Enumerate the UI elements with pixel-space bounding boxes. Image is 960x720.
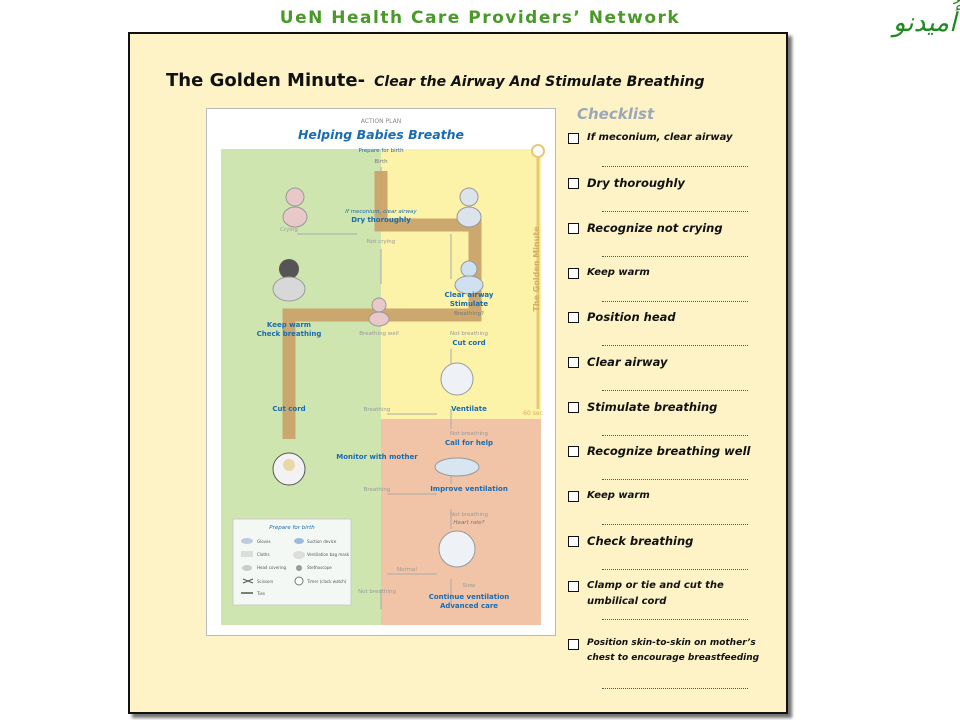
answer-line: [602, 688, 748, 689]
prepare-label: Prepare for birth: [358, 148, 404, 154]
checklist-item-label: Dry thoroughly: [587, 176, 685, 190]
checkbox[interactable]: [568, 312, 579, 323]
equip-item: Cloths: [257, 552, 270, 557]
flowchart-graphic: The Golden Minute 60 sec ACTION PLAN Hel…: [221, 118, 545, 625]
answer-line: [602, 619, 748, 620]
zone-pink: [381, 419, 541, 625]
checkbox[interactable]: [568, 446, 579, 457]
equipment-box: [232, 518, 352, 606]
slide-panel: The Golden Minute- Clear the Airway And …: [128, 32, 788, 714]
heart-rate-label: Heart rate?: [453, 520, 484, 526]
checklist-title: Checklist: [577, 105, 655, 123]
checklist-item-label: If meconium, clear airway: [587, 132, 733, 143]
equipment-list: Gloves Suction device Cloths Ventilation…: [241, 538, 350, 596]
not-breathing-label-2: Not breathing: [450, 431, 488, 437]
equip-item: Suction device: [307, 539, 337, 544]
equip-item: Ties: [256, 591, 265, 596]
equip-item: Scissors: [257, 579, 273, 584]
action-plan-poster: The Golden Minute 60 sec ACTION PLAN Hel…: [206, 108, 556, 636]
checklist-item-label: Recognize breathing well: [587, 444, 751, 458]
answer-line: [602, 524, 748, 525]
answer-line: [602, 345, 748, 346]
equip-item: Stethoscope: [307, 565, 332, 570]
clear-airway-label: Clear airway: [444, 291, 493, 299]
answer-line: [602, 569, 748, 570]
crying-label: Crying: [280, 227, 298, 233]
monitor-label: Monitor with mother: [336, 453, 418, 461]
checklist-item-label: Recognize not crying: [587, 221, 723, 235]
slide-title-main: The Golden Minute-: [166, 70, 366, 91]
timer-icon: [531, 144, 545, 158]
breathing-label-2: Breathing: [364, 487, 391, 493]
improve-label: Improve ventilation: [430, 485, 508, 493]
breathing-well-label: Breathing well: [359, 331, 399, 337]
logo: أُميدنو: [893, 8, 957, 38]
checkbox[interactable]: [568, 178, 579, 189]
cut-cord-right-label: Cut cord: [452, 339, 485, 347]
slide-title: The Golden Minute- Clear the Airway And …: [166, 70, 705, 91]
checklist-item-label: Check breathing: [587, 534, 694, 548]
equipment-title: Prepare for birth: [269, 525, 315, 531]
check-breathing-label: Check breathing: [257, 330, 322, 338]
checklist-item-label: Position skin-to-skin on mother’s chest …: [587, 638, 760, 663]
answer-line: [602, 479, 748, 480]
equip-item: Ventilation bag mask: [307, 552, 350, 557]
checkbox[interactable]: [568, 581, 579, 592]
checklist-item-label: Keep warm: [587, 490, 650, 501]
poster-heading: Helping Babies Breathe: [298, 127, 464, 142]
equip-item: Timer (clock watch): [306, 579, 347, 584]
checklist-item-label: Clear airway: [587, 355, 668, 369]
keep-warm-label: Keep warm: [267, 321, 311, 329]
not-crying-label: Not crying: [367, 239, 395, 245]
not-breathing-label-4: Not breathing: [358, 589, 396, 595]
slide-title-sub: Clear the Airway And Stimulate Breathing: [374, 74, 705, 90]
checkbox[interactable]: [568, 268, 579, 279]
checklist-item-label: Position head: [587, 310, 676, 324]
equip-item: Gloves: [257, 539, 271, 544]
checkbox[interactable]: [568, 223, 579, 234]
checklist-item-label: Clamp or tie and cut the umbilical cord: [587, 580, 724, 607]
sec60-label: 60 sec: [523, 410, 543, 417]
checkbox[interactable]: [568, 639, 579, 650]
action-plan-label: ACTION PLAN: [361, 118, 401, 125]
checkbox[interactable]: [568, 402, 579, 413]
golden-minute-label: The Golden Minute: [532, 226, 541, 312]
not-breathing-label-3: Not breathing: [450, 512, 488, 518]
checklist-item-label: Keep warm: [587, 267, 650, 278]
ventilate-label: Ventilate: [451, 405, 487, 413]
dry-label: Dry thoroughly: [351, 216, 411, 224]
baby-figures: [272, 187, 484, 568]
cut-cord-left-label: Cut cord: [272, 405, 305, 413]
answer-line: [602, 166, 748, 167]
if-meconium-label: If meconium, clear airway: [345, 209, 417, 215]
breathing-question: Breathing?: [454, 311, 484, 317]
birth-label: Birth: [374, 159, 388, 165]
checkbox[interactable]: [568, 491, 579, 502]
not-breathing-label-1: Not breathing: [450, 331, 488, 337]
answer-line: [602, 301, 748, 302]
slow-label: Slow: [463, 583, 476, 589]
breathing-label-1: Breathing: [364, 407, 391, 413]
network-header: UeN Health Care Providers’ Network: [279, 8, 681, 28]
checkbox[interactable]: [568, 536, 579, 547]
normal-label: Normal: [397, 567, 417, 573]
checkbox[interactable]: [568, 133, 579, 144]
answer-line: [602, 256, 748, 257]
call-help-label: Call for help: [445, 439, 493, 447]
answer-line: [602, 211, 748, 212]
checkbox[interactable]: [568, 357, 579, 368]
checklist-item-label: Stimulate breathing: [587, 400, 718, 414]
advanced-care-label: Advanced care: [440, 602, 498, 610]
equip-item: Head covering: [257, 565, 286, 570]
answer-line: [602, 390, 748, 391]
continue-ventilation-label: Continue ventilation: [429, 593, 510, 601]
stimulate-label: Stimulate: [450, 300, 489, 308]
answer-line: [602, 435, 748, 436]
